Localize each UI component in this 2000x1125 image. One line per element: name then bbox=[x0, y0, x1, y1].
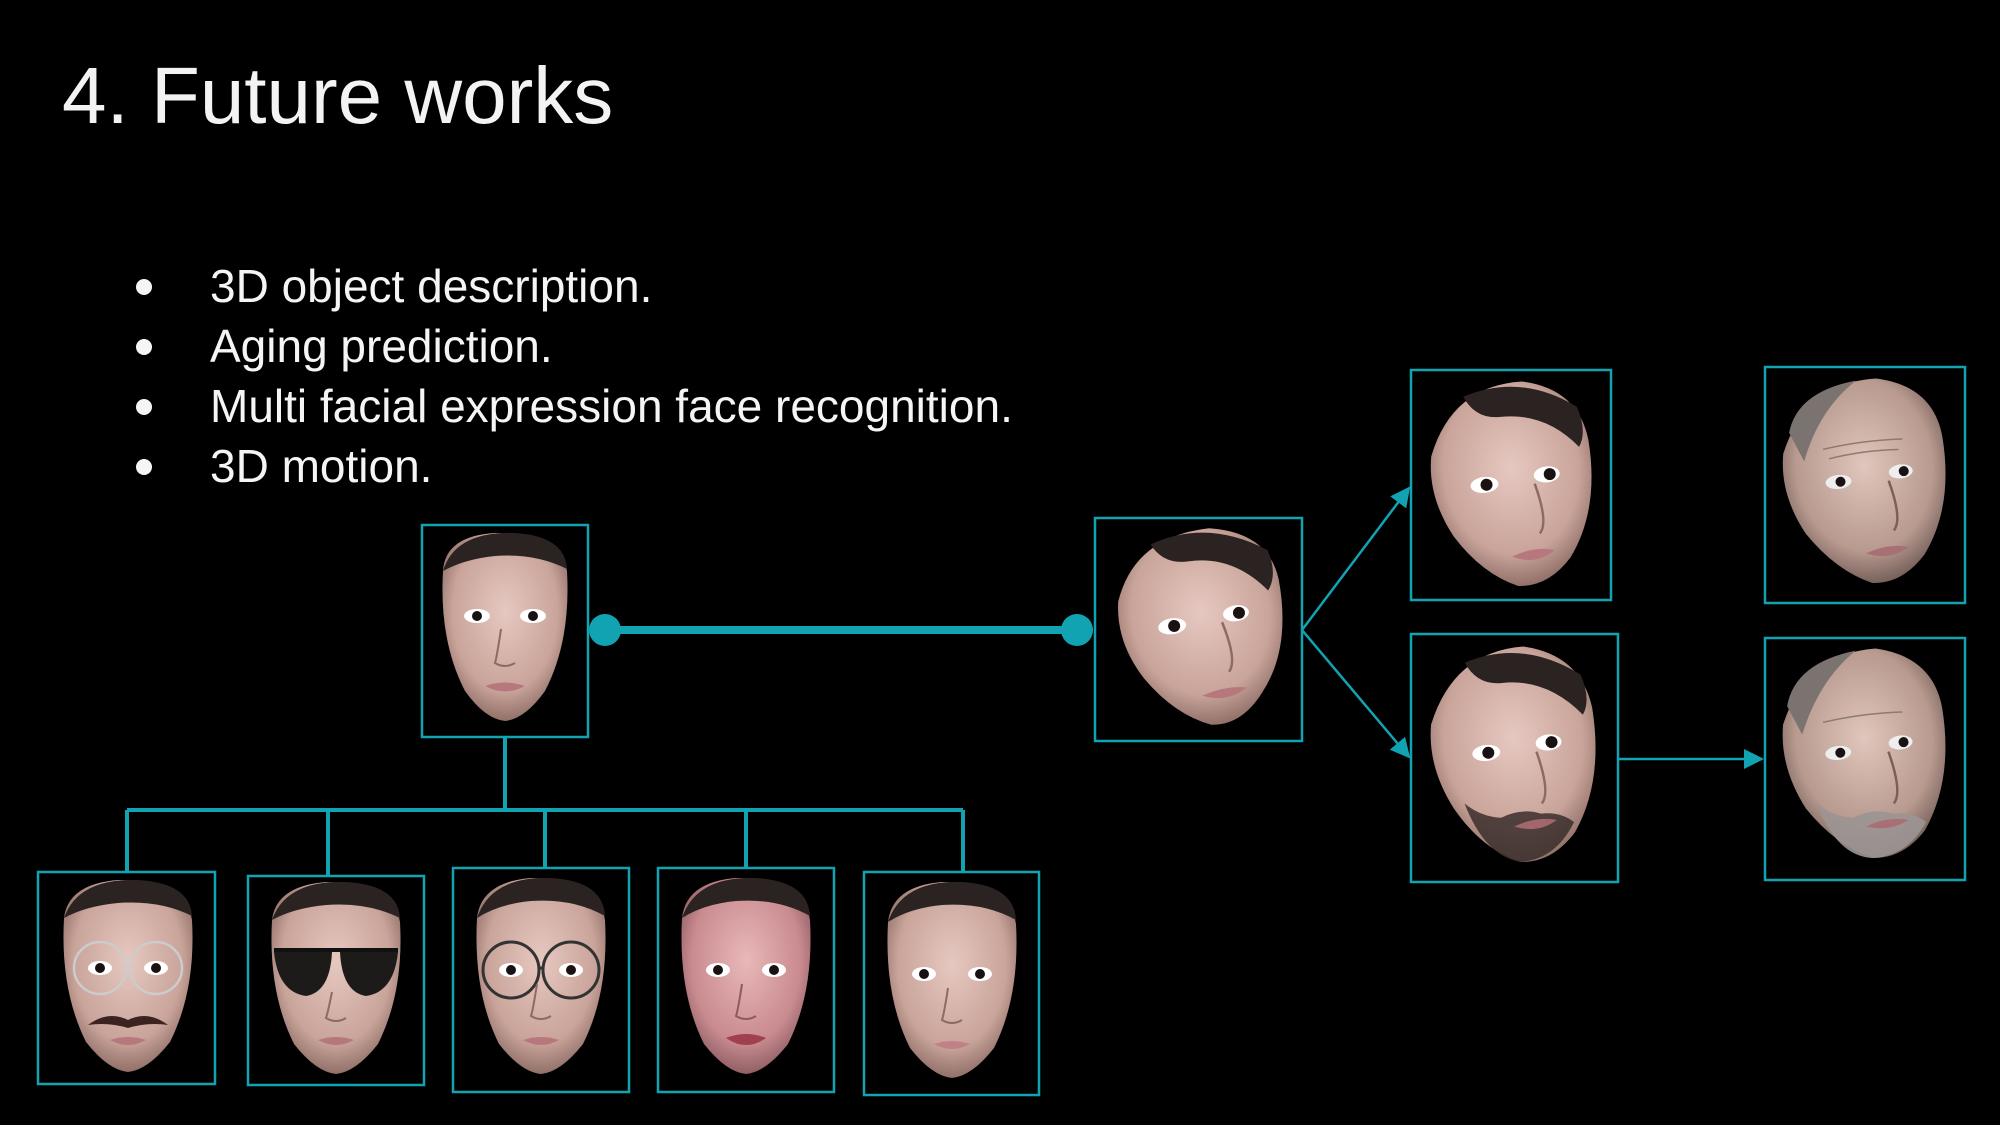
bullet-item: 3D motion. bbox=[130, 436, 1013, 496]
bullet-item: 3D object description. bbox=[130, 256, 1013, 316]
connector-lines bbox=[125, 486, 1764, 875]
face-glasses-mustache bbox=[36, 870, 217, 1086]
bullet-dot-icon bbox=[136, 339, 152, 355]
bullet-text: Aging prediction. bbox=[210, 320, 553, 372]
face-aged-beard bbox=[1763, 636, 1967, 882]
bullet-text: 3D motion. bbox=[210, 440, 433, 492]
face-plain-variant bbox=[862, 870, 1041, 1097]
arrow-up bbox=[1301, 486, 1411, 631]
face-sunglasses bbox=[246, 874, 426, 1087]
bullet-list: 3D object description. Aging prediction.… bbox=[130, 256, 1013, 496]
bullet-text: Multi facial expression face recognition… bbox=[210, 380, 1013, 432]
slide-title: 4. Future works bbox=[62, 51, 614, 140]
bullet-dot-icon bbox=[136, 459, 152, 475]
arrow-down bbox=[1301, 629, 1411, 759]
face-rotated-young bbox=[1409, 368, 1613, 602]
face-rotated bbox=[1093, 516, 1304, 743]
face-round-glasses bbox=[451, 866, 631, 1094]
bullet-text: 3D object description. bbox=[210, 260, 653, 312]
bullet-dot-icon bbox=[136, 279, 152, 295]
face-frontal-original bbox=[420, 523, 590, 739]
connector-dot-left bbox=[589, 614, 621, 646]
face-aged bbox=[1763, 365, 1967, 605]
connector-dot-right bbox=[1061, 614, 1093, 646]
face-makeup bbox=[656, 866, 836, 1094]
face-rotated-beard bbox=[1409, 632, 1620, 884]
bullet-item: Multi facial expression face recognition… bbox=[130, 376, 1013, 436]
bullet-item: Aging prediction. bbox=[130, 316, 1013, 376]
bullet-dot-icon bbox=[136, 399, 152, 415]
